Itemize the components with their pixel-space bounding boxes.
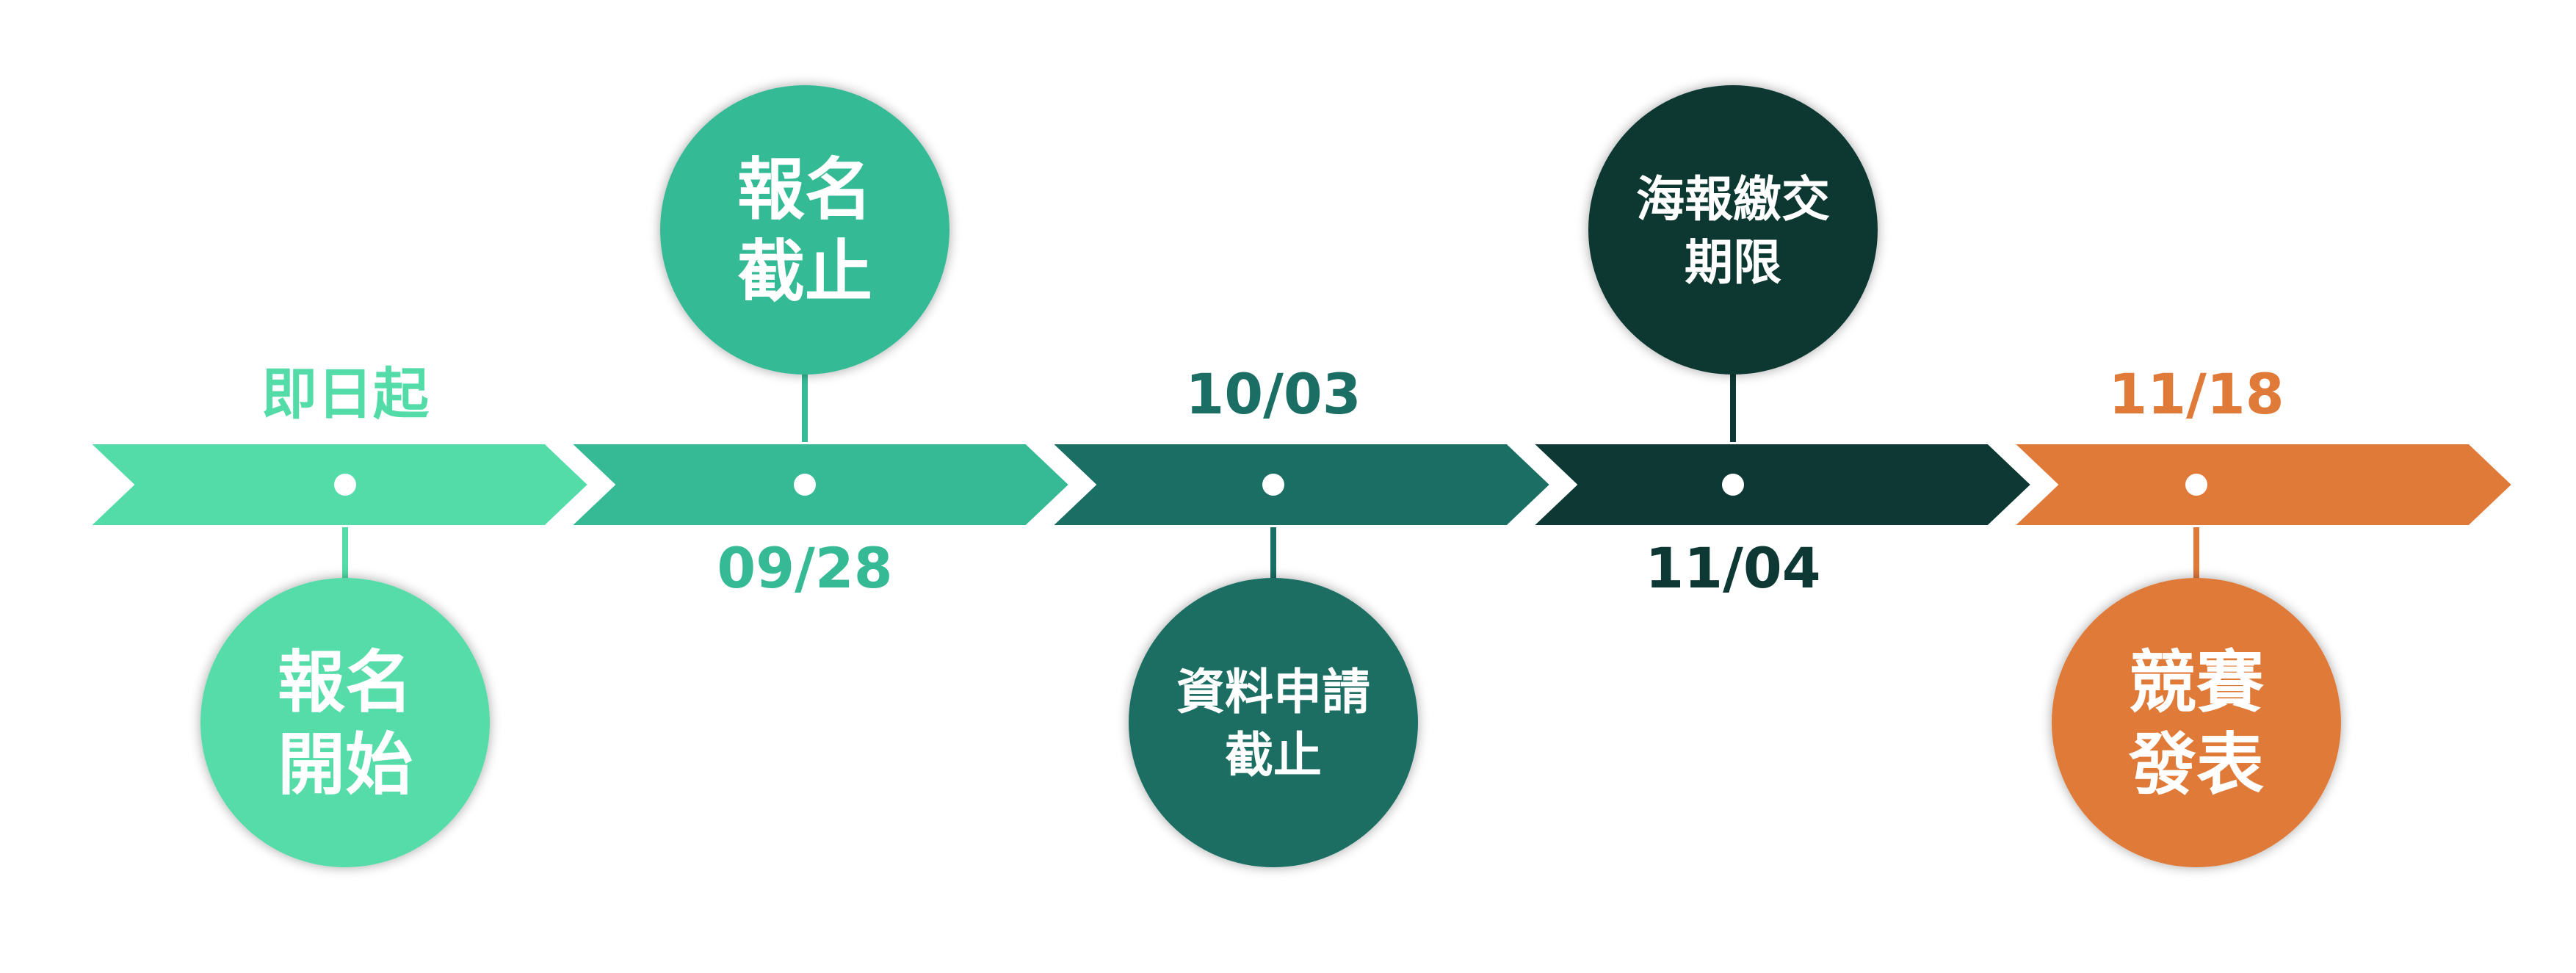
- milestone-circle: [1588, 85, 1878, 375]
- milestone-title-line: 發表: [2128, 726, 2264, 804]
- timeline-segment-4: [1524, 440, 2037, 529]
- milestone-title: 報名開始: [278, 643, 413, 804]
- milestone-title-line: 截止: [1225, 727, 1322, 784]
- milestone-title: 競賽發表: [2128, 643, 2264, 804]
- timeline-segment-3: [1043, 440, 1556, 529]
- milestone-title: 資料申請截止: [1176, 664, 1370, 784]
- timeline-segment-2: [562, 440, 1075, 529]
- milestone-date: 即日起: [261, 361, 430, 427]
- timeline-segment-5: [2005, 440, 2518, 529]
- milestone-circle: [660, 85, 949, 375]
- timeline-dot: [1722, 474, 1744, 496]
- milestone-title: 海報繳交期限: [1636, 171, 1830, 291]
- timeline-dot: [1262, 474, 1284, 496]
- milestone-date: 10/03: [1185, 361, 1361, 427]
- milestone-circle: [1129, 578, 1418, 867]
- segments-layer: [81, 440, 2518, 529]
- timeline-dot: [334, 474, 356, 496]
- connectors-layer: [342, 372, 2199, 581]
- timeline-dot: [794, 474, 816, 496]
- timeline-dot: [2185, 474, 2207, 496]
- milestone-title-line: 報名: [278, 643, 413, 722]
- milestone-date: 11/18: [2108, 361, 2284, 427]
- milestone-date: 11/04: [1645, 535, 1820, 601]
- milestone-title-line: 海報繳交: [1636, 171, 1830, 228]
- labels-layer: 即日起 09/28 10/03 11/04 11/18: [261, 361, 2284, 601]
- milestone-title-line: 資料申請: [1176, 664, 1370, 720]
- milestone-circle: [200, 578, 490, 867]
- milestone-title-line: 競賽: [2129, 643, 2264, 722]
- milestone-title: 報名截止: [737, 151, 872, 311]
- milestone-title-line: 期限: [1685, 234, 1781, 291]
- milestone-date: 09/28: [717, 535, 892, 601]
- milestone-title-line: 截止: [737, 233, 872, 311]
- milestone-title-line: 開始: [278, 726, 413, 804]
- milestone-title-line: 報名: [737, 151, 872, 229]
- milestone-circle: [2052, 578, 2341, 867]
